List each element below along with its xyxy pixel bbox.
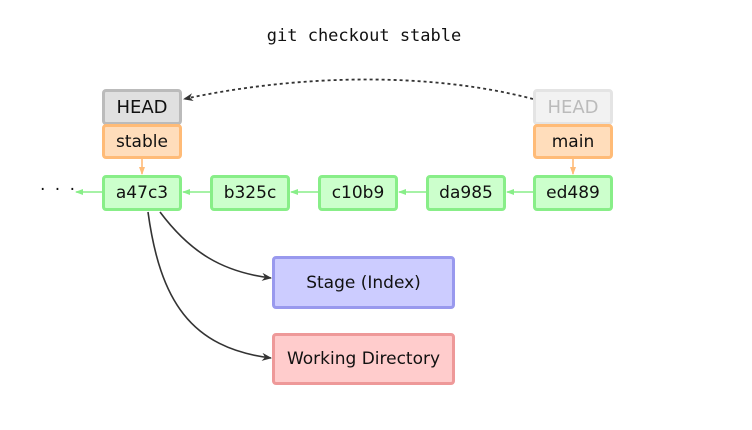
branch-stable: stable	[102, 124, 182, 159]
commit-a47c3: a47c3	[102, 175, 182, 211]
command-title: git checkout stable	[266, 26, 462, 46]
earlier-commits-ellipsis: · · ·	[40, 180, 78, 200]
working-directory-box: Working Directory	[272, 333, 455, 385]
commit-c10b9: c10b9	[318, 175, 398, 211]
stage-index-box: Stage (Index)	[272, 256, 455, 309]
checkout-to-workdir-arrow	[147, 211, 272, 361]
commit-b325c: b325c	[210, 175, 290, 211]
checkout-to-stage-arrow	[159, 211, 272, 281]
previous-head-label: HEAD	[533, 89, 613, 125]
commit-da985: da985	[426, 175, 506, 211]
head-label: HEAD	[102, 89, 182, 125]
head-move-arrow	[183, 78, 534, 102]
branch-main: main	[533, 124, 613, 159]
commit-ed489: ed489	[533, 175, 613, 211]
